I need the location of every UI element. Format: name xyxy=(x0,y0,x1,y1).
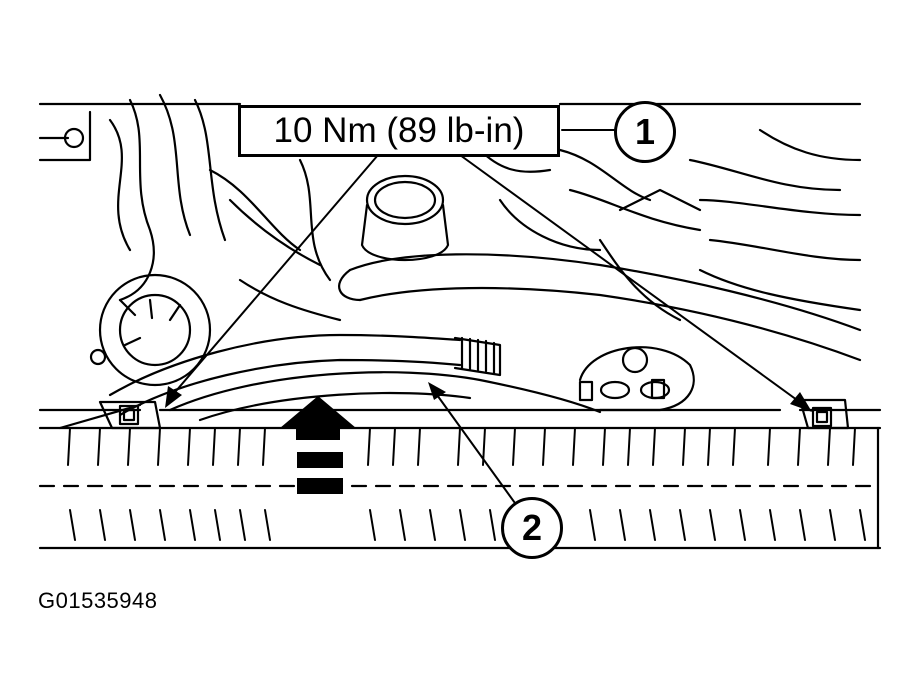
callout-1: 1 xyxy=(614,101,676,163)
engine-background-linework xyxy=(38,93,862,322)
torque-spec-label: 10 Nm (89 lb-in) xyxy=(238,105,560,157)
filler-neck xyxy=(360,174,450,261)
callout-2: 2 xyxy=(501,497,563,559)
fan-pulley xyxy=(89,273,212,387)
fan-shroud xyxy=(168,371,602,422)
right-radiator-bracket xyxy=(798,398,850,430)
upper-hose xyxy=(338,253,862,362)
torque-leader-lines xyxy=(169,129,809,511)
left-radiator-bracket xyxy=(98,400,162,430)
radiator xyxy=(38,403,882,550)
leader-arrowheads xyxy=(165,382,812,412)
front-direction-arrow-icon xyxy=(280,396,356,494)
figure-id: G01535948 xyxy=(38,588,158,613)
thermostat-housing xyxy=(578,346,695,412)
